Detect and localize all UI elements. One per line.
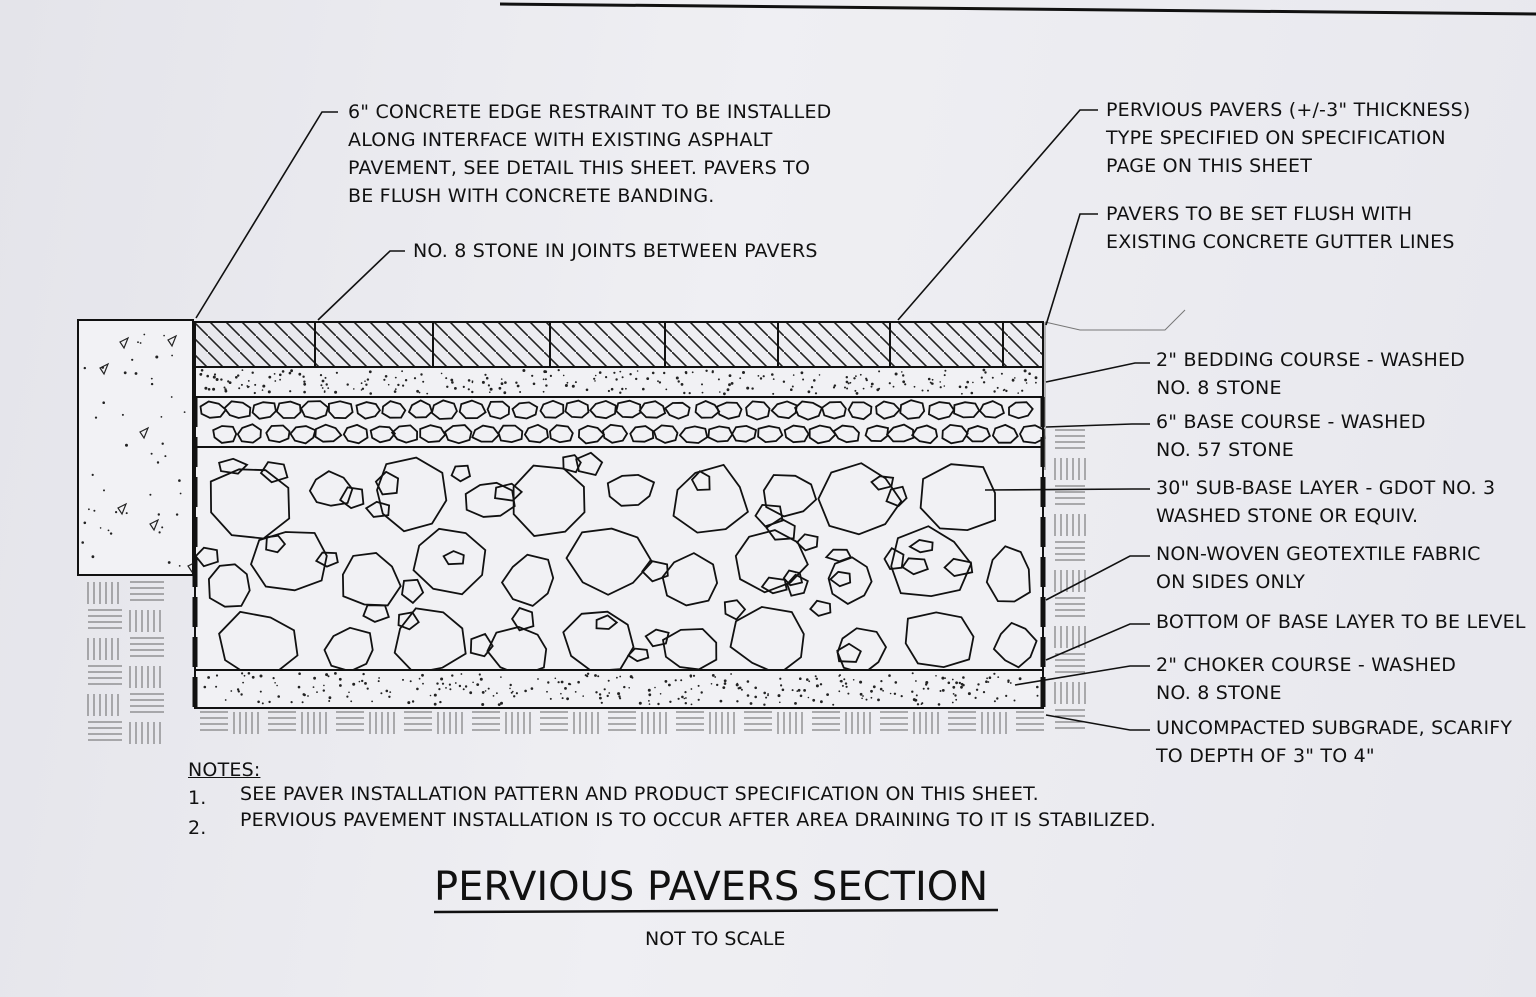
label-choker-course: 2" CHOKER COURSE - WASHED NO. 8 STONE — [1156, 654, 1457, 704]
label-geotextile: NON-WOVEN GEOTEXTILE FABRIC ON SIDES ONL… — [1156, 543, 1481, 593]
existing-gutter — [1044, 309, 1186, 470]
label-sub-base: 30" SUB-BASE LAYER - GDOT NO. 3 WASHED S… — [1156, 477, 1496, 527]
sheet-border-top — [499, 2, 1536, 16]
label-pavers-flush: PAVERS TO BE SET FLUSH WITH EXISTING CON… — [1106, 203, 1455, 253]
notes-heading: NOTES: — [188, 759, 261, 781]
title-underline — [433, 908, 999, 914]
note-2-number: 2. — [188, 817, 207, 839]
label-base-course: 6" BASE COURSE - WASHED NO. 57 STONE — [1156, 411, 1426, 461]
choker-dots — [203, 672, 1039, 706]
label-subgrade: UNCOMPACTED SUBGRADE, SCARIFY TO DEPTH O… — [1156, 717, 1513, 767]
paver-layer — [194, 321, 1044, 368]
base-course-layer — [194, 396, 1044, 448]
leader-lines — [195, 109, 1150, 731]
label-pervious-pavers: PERVIOUS PAVERS (+/-3" THICKNESS) TYPE S… — [1106, 99, 1471, 177]
label-bottom-level: BOTTOM OF BASE LAYER TO BE LEVEL — [1156, 611, 1526, 633]
drawing-title: PERVIOUS PAVERS SECTION — [434, 864, 989, 910]
geotextile-fabric — [192, 397, 1046, 708]
note-1-number: 1. — [188, 787, 207, 809]
label-bedding-course: 2" BEDDING COURSE - WASHED NO. 8 STONE — [1156, 349, 1466, 399]
note-1-text: SEE PAVER INSTALLATION PATTERN AND PRODU… — [240, 783, 1039, 805]
concrete-speckle — [81, 333, 198, 574]
choker-course-layer — [194, 669, 1044, 709]
base-course-stones — [199, 399, 1046, 445]
existing-concrete — [77, 319, 194, 576]
note-2-text: PERVIOUS PAVEMENT INSTALLATION IS TO OCC… — [240, 809, 1156, 831]
label-edge-restraint: 6" CONCRETE EDGE RESTRAINT TO BE INSTALL… — [348, 101, 832, 207]
label-joint-stone: NO. 8 STONE IN JOINTS BETWEEN PAVERS — [413, 240, 818, 262]
subgrade-hatch — [87, 429, 1086, 744]
sub-base-stones — [194, 451, 1038, 677]
drawing-scale-note: NOT TO SCALE — [645, 928, 786, 950]
bedding-dots — [199, 368, 1038, 396]
